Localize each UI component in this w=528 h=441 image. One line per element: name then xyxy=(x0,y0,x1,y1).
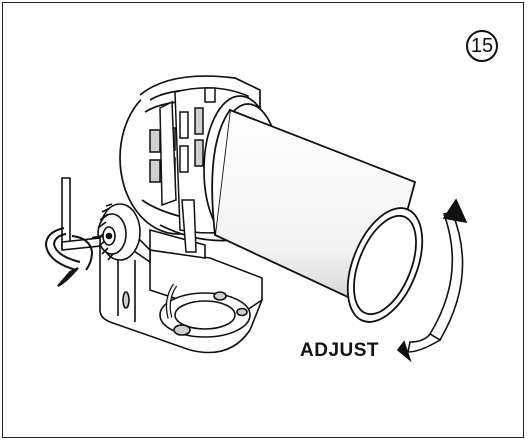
rotate-arrow-icon xyxy=(44,227,94,287)
tilt-knob xyxy=(91,203,141,261)
step-number-badge: 15 xyxy=(466,30,498,62)
step-number: 15 xyxy=(470,34,494,57)
hex-key-tool xyxy=(61,177,101,251)
adjust-label: ADJUST xyxy=(300,340,380,361)
adjust-arrow-icon xyxy=(396,198,468,363)
lens-tube xyxy=(211,108,424,323)
mounting-bracket xyxy=(99,244,263,354)
